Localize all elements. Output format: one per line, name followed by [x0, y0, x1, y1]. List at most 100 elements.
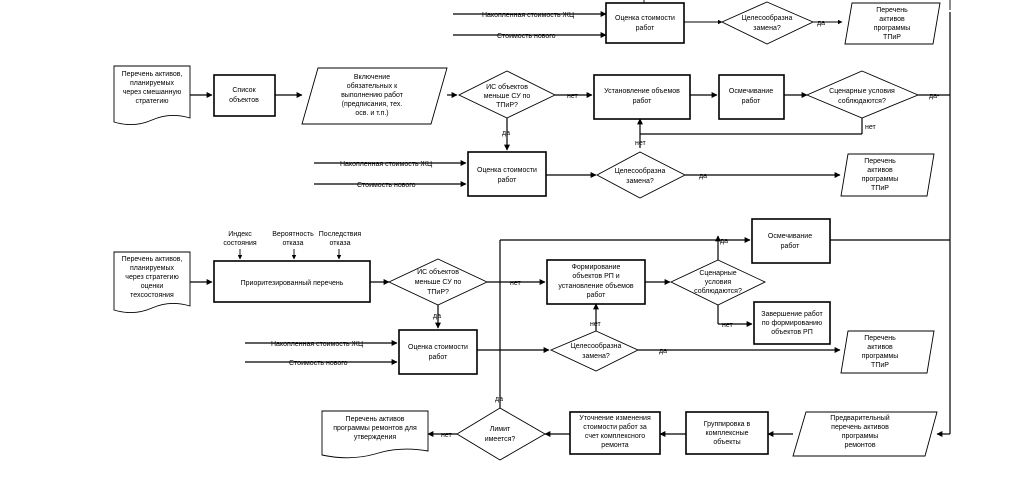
svg-text:соблюдаются?: соблюдаются? [838, 97, 886, 105]
svg-text:через стратегию: через стратегию [125, 274, 178, 281]
svg-text:работ: работ [636, 24, 656, 32]
svg-text:соблюдаются?: соблюдаются? [694, 287, 742, 295]
new-cost-label-1: Стоимость нового [357, 182, 416, 189]
svg-text:замена?: замена? [582, 353, 610, 360]
svg-text:установление объемов: установление объемов [558, 282, 633, 290]
is-less-decision-2: ИС объектов меньше СУ по ТПиР? [387, 258, 489, 306]
svg-text:планируемых: планируемых [130, 80, 175, 87]
svg-text:стоимости работ за: стоимости работ за [583, 423, 647, 431]
svg-text:работ: работ [633, 97, 653, 105]
svg-text:Включение: Включение [354, 74, 390, 81]
approval-list-doc: Перечень активов программы ремонтов для … [321, 410, 429, 459]
svg-text:Уточнение изменения: Уточнение изменения [579, 415, 651, 422]
svg-text:оценки: оценки [141, 283, 164, 290]
list-top-doc: Перечень активов программы ТПиР [844, 2, 941, 45]
svg-text:Перечень: Перечень [876, 7, 908, 14]
svg-text:перечень активов: перечень активов [831, 424, 889, 431]
set-volumes-box: Установление объемов работ [593, 74, 691, 120]
svg-text:Перечень активов: Перечень активов [346, 416, 405, 423]
group-complex-box: Группировка в комплексные объекты [685, 411, 769, 455]
svg-text:Установление объемов: Установление объемов [604, 87, 680, 95]
svg-text:меньше СУ по: меньше СУ по [415, 279, 462, 286]
svg-text:активов: активов [867, 344, 893, 351]
svg-text:Целесообразна: Целесообразна [742, 14, 793, 22]
svg-text:планируемых: планируемых [130, 265, 175, 272]
failure-probability-label: отказа [282, 240, 303, 247]
svg-text:Перечень: Перечень [864, 158, 896, 165]
svg-text:замена?: замена? [626, 178, 654, 185]
svg-text:ИС объектов: ИС объектов [417, 268, 459, 276]
svg-text:утверждения: утверждения [354, 434, 397, 441]
svg-text:техсостояния: техсостояния [130, 292, 174, 299]
svg-text:работ: работ [587, 291, 607, 299]
svg-text:работ: работ [781, 242, 801, 250]
svg-text:стратегию: стратегию [135, 98, 168, 105]
svg-text:Целесообразна: Целесообразна [615, 167, 666, 175]
is-less-decision-1: ИС объектов меньше СУ по ТПиР? [457, 70, 557, 119]
failure-probability-label: Вероятность [272, 231, 314, 238]
svg-text:(предписания, тех.: (предписания, тех. [342, 101, 403, 108]
yes-label: да- [929, 93, 940, 100]
svg-text:объектов РП и: объектов РП и [572, 272, 619, 280]
no-label: нет [510, 280, 522, 287]
scenario-decision-2: Сценарные условия соблюдаются? [669, 259, 767, 306]
yes-label: да [699, 173, 707, 180]
svg-text:обязательных к: обязательных к [347, 82, 398, 90]
estimate-top-box: Оценка стоимости работ [605, 2, 685, 44]
include-works-io: Включение обязательных к выполнению рабо… [301, 67, 448, 125]
no-label: нет [865, 124, 877, 131]
svg-text:Осмечивание: Осмечивание [729, 88, 773, 95]
connectors [190, 0, 951, 437]
estimate-box-1: Оценка стоимости работ [467, 151, 547, 197]
accum-cost-label-2: Накопленная стоимость ЖЦ [271, 341, 364, 348]
svg-text:выполнению работ: выполнению работ [341, 91, 404, 99]
form-rp-box: Формирование объектов РП и установление … [546, 259, 646, 305]
svg-text:активов: активов [867, 167, 893, 174]
svg-text:программы: программы [862, 176, 899, 183]
svg-text:Оценка стоимости: Оценка стоимости [408, 344, 468, 351]
svg-text:ТПиР: ТПиР [871, 185, 889, 192]
svg-text:Лимит: Лимит [490, 426, 511, 433]
tech-state-doc: Перечень активов, планируемых через стра… [113, 251, 191, 313]
scenario-decision-1: Сценарные условия соблюдаются? [805, 70, 920, 119]
finish-rp-box: Завершение работ по формированию объекто… [753, 301, 831, 345]
svg-text:объекты: объекты [713, 438, 740, 446]
svg-text:замена?: замена? [753, 25, 781, 32]
svg-text:Перечень: Перечень [864, 335, 896, 342]
svg-text:объектов РП: объектов РП [771, 328, 812, 336]
svg-text:Список: Список [232, 87, 256, 94]
no-label: нет [722, 322, 734, 329]
no-label: нет [590, 321, 602, 328]
svg-text:работ: работ [742, 97, 762, 105]
estimate-works-box-1: Осмечивание работ [718, 74, 785, 120]
svg-text:Сценарные: Сценарные [699, 270, 736, 277]
svg-text:ТПиР: ТПиР [883, 34, 901, 41]
new-cost-label-top: Стоимость нового [497, 33, 556, 40]
mixed-strategy-doc: Перечень активов, планируемых через смеш… [113, 65, 191, 125]
svg-text:ремонтов: ремонтов [844, 442, 875, 449]
svg-text:Оценка стоимости: Оценка стоимости [615, 15, 675, 22]
svg-text:Перечень активов,: Перечень активов, [122, 71, 183, 78]
yes-label: да [659, 348, 667, 355]
yes-label: да [720, 238, 728, 245]
feasible-decision-1: Целесообразна замена? [596, 151, 686, 199]
yes-label: да [495, 396, 503, 403]
feasible-decision-2: Целесообразна замена? [549, 330, 640, 372]
svg-text:программы: программы [842, 433, 879, 440]
svg-text:Сценарные условия: Сценарные условия [829, 88, 895, 95]
estimate-box-2: Оценка стоимости работ [398, 329, 478, 375]
svg-text:Целесообразна: Целесообразна [571, 342, 622, 350]
svg-text:счет комплексного: счет комплексного [585, 433, 645, 440]
svg-text:программы ремонтов для: программы ремонтов для [333, 425, 417, 432]
failure-consequences-label: Последствия [319, 231, 362, 238]
list-doc-1: Перечень активов программы ТПиР [840, 153, 935, 197]
svg-text:Приоритезированный перечень: Приоритезированный перечень [241, 279, 344, 287]
svg-text:активов: активов [879, 16, 905, 23]
svg-text:ТПиР?: ТПиР? [496, 102, 518, 109]
svg-text:имеется?: имеется? [485, 436, 516, 443]
prioritized-list-box: Приоритезированный перечень [213, 260, 371, 303]
svg-text:условия: условия [705, 279, 732, 286]
no-label: нет [441, 432, 453, 439]
svg-text:ТПиР: ТПиР [871, 362, 889, 369]
